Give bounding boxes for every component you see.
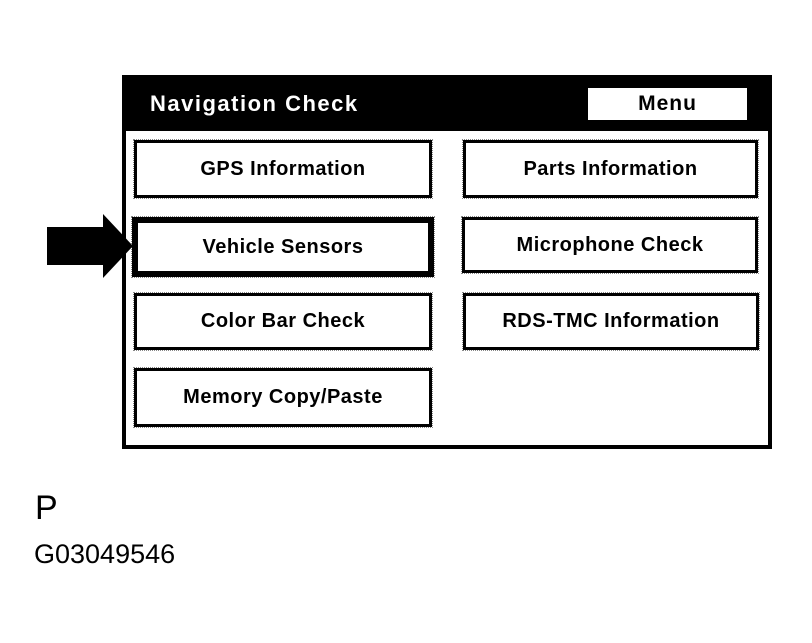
memory-copy-paste-button[interactable]: Memory Copy/Paste — [133, 367, 433, 428]
menu-button[interactable]: Menu — [588, 88, 747, 120]
gps-information-button[interactable]: GPS Information — [133, 139, 433, 199]
vehicle-sensors-button[interactable]: Vehicle Sensors — [131, 216, 435, 278]
navigation-check-screen: Navigation Check Menu GPS Information Pa… — [122, 75, 772, 449]
screen-titlebar: Navigation Check Menu — [126, 79, 768, 131]
figure-id: G03049546 — [34, 539, 176, 569]
selection-arrow-icon — [47, 214, 133, 278]
caption-letter: P — [35, 489, 58, 527]
rds-tmc-information-button[interactable]: RDS-TMC Information — [462, 292, 760, 351]
screen-title: Navigation Check — [150, 91, 359, 116]
microphone-check-button[interactable]: Microphone Check — [461, 216, 759, 274]
parts-information-button[interactable]: Parts Information — [462, 139, 759, 199]
color-bar-check-button[interactable]: Color Bar Check — [133, 292, 433, 351]
